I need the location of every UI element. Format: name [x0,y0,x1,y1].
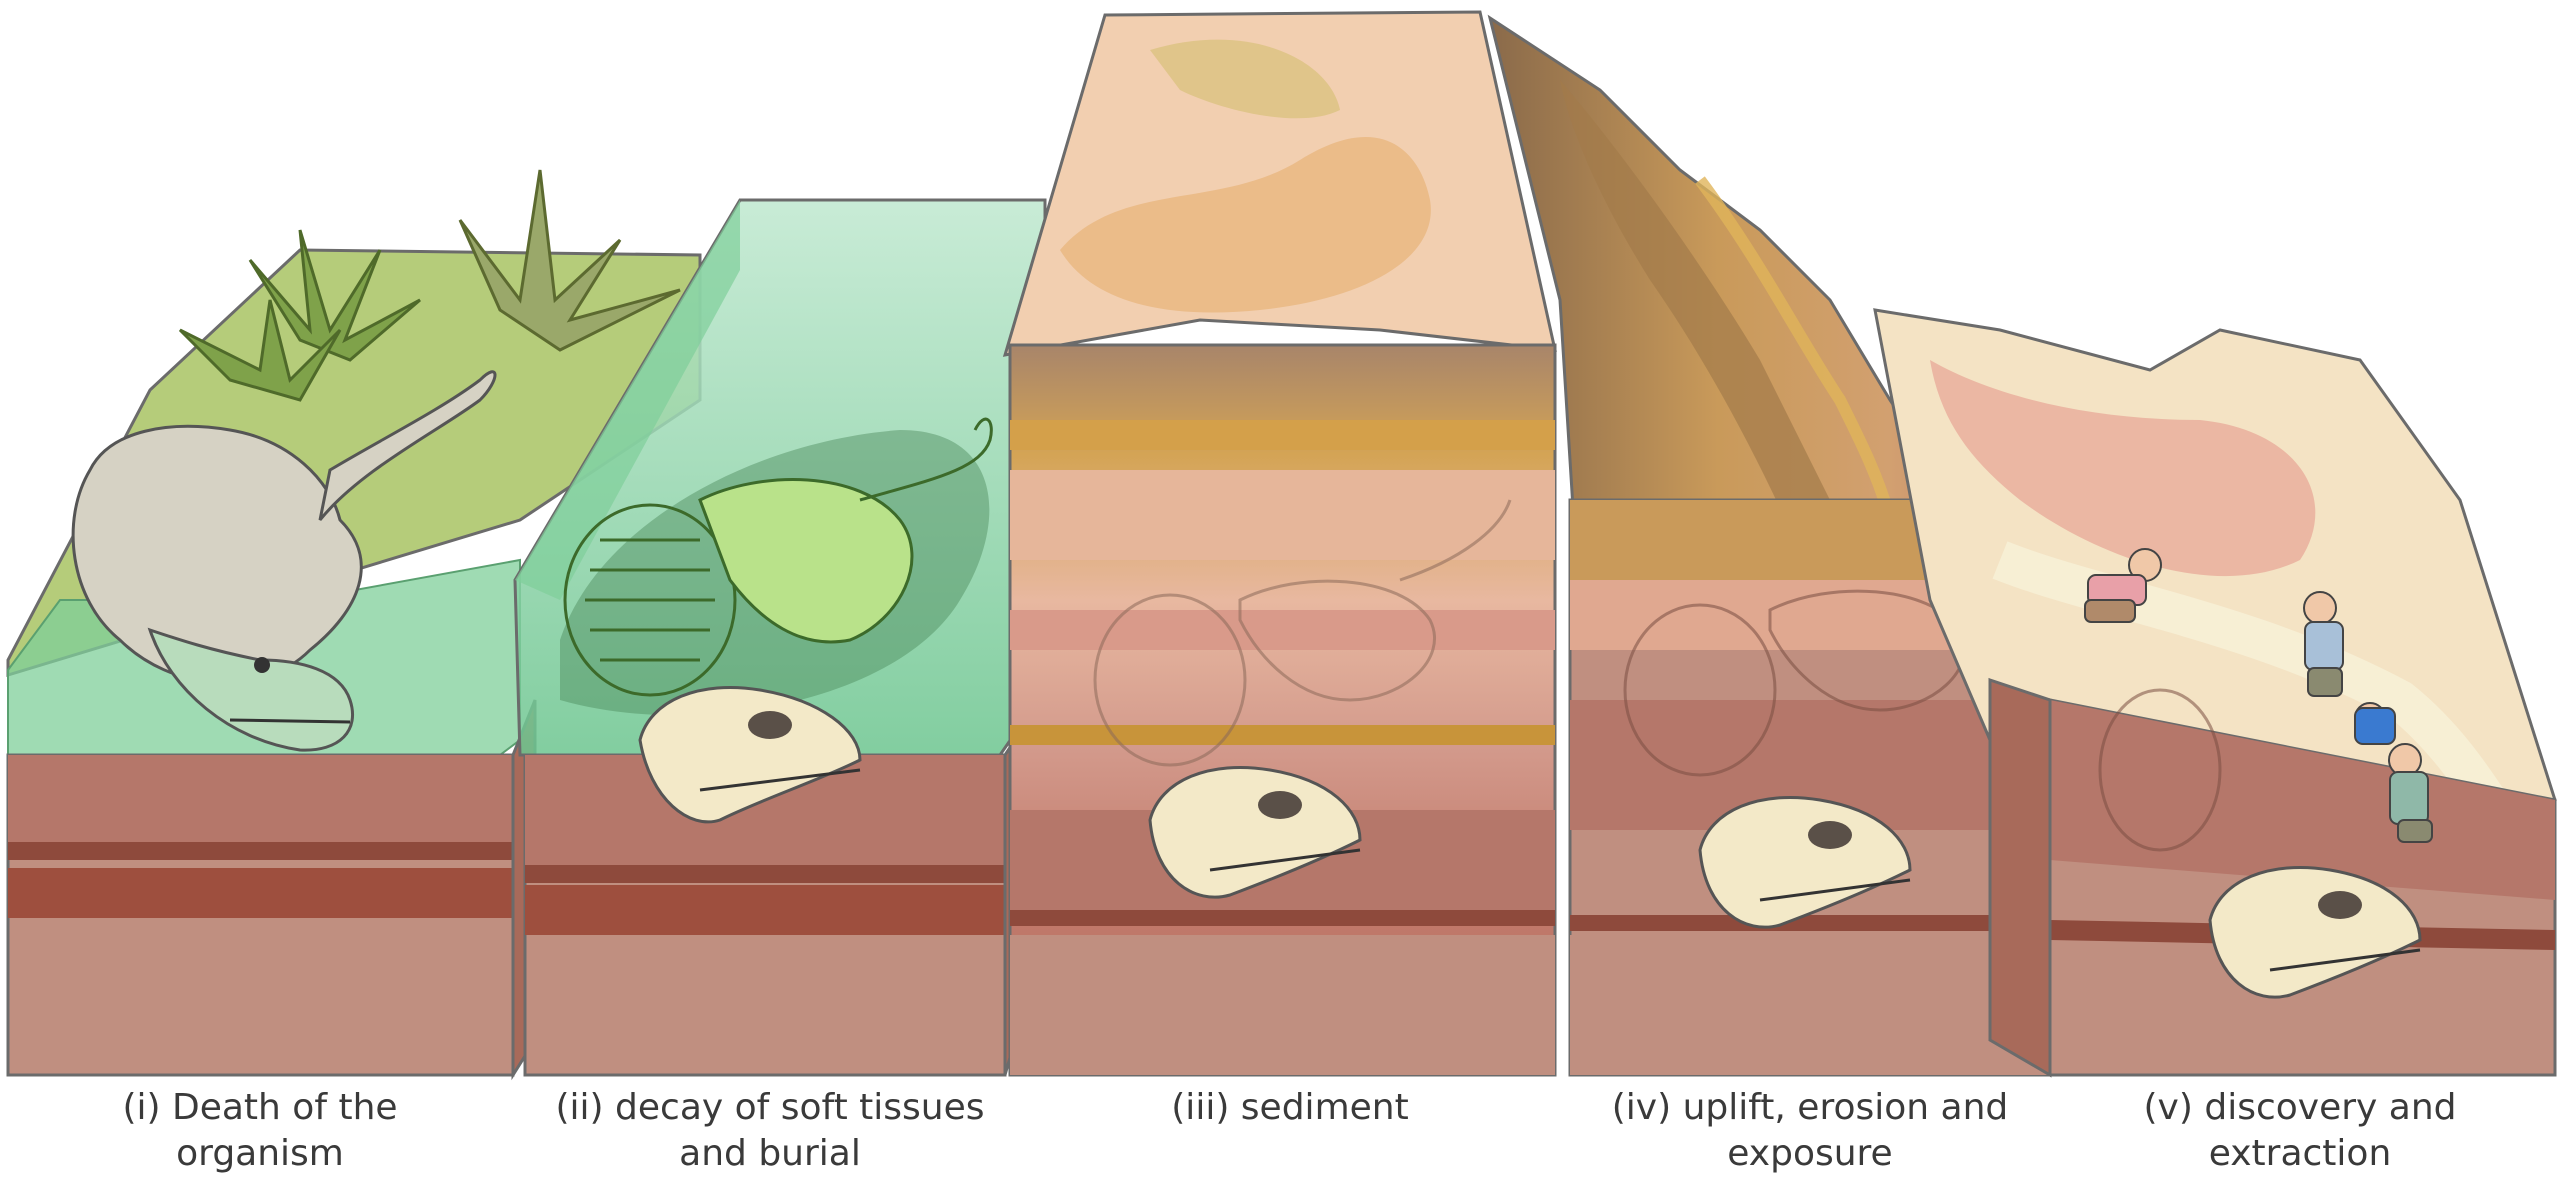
caption-stage-ii-line2: and burial [679,1133,861,1174]
caption-stage-iv-line2: exposure [1727,1133,1893,1174]
block-i-death [6,169,702,1081]
skeleton-faint-iii [1093,499,1512,767]
caption-stage-i-line2: organism [176,1133,344,1174]
caption-stage-i-line1: (i) Death of the [122,1087,398,1128]
skull-ii [638,685,862,824]
dinosaur-carcass [71,370,497,752]
caption-stage-v: (v) discovery and extraction [2120,1085,2480,1177]
paleontologists [2084,548,2433,843]
caption-stage-iv: (iv) uplift, erosion and exposure [1595,1085,2025,1177]
caption-stage-v-line1: (v) discovery and [2143,1087,2457,1128]
block-ii-decay [513,198,1047,1077]
worker-4 [2388,743,2433,843]
caption-stage-iii-line1: (iii) sediment [1171,1087,1409,1128]
worker-1 [2084,548,2162,623]
worker-2 [2303,591,2344,697]
skull-iv [1698,795,1912,929]
caption-stage-v-line2: extraction [2208,1133,2392,1174]
skull-v [2208,865,2422,999]
skeleton-green [563,417,993,697]
caption-stage-ii: (ii) decay of soft tissues and burial [540,1085,1000,1177]
skeleton-faint-v [2098,688,2222,852]
caption-stage-iv-line1: (iv) uplift, erosion and [1611,1087,2009,1128]
worker-3 [2354,702,2396,745]
plants [178,169,681,402]
skull-iii [1148,765,1362,899]
block-iii-sediment [1002,10,1557,1077]
caption-stage-ii-line1: (ii) decay of soft tissues [555,1087,985,1128]
caption-stage-iii: (iii) sediment [1110,1085,1470,1131]
caption-stage-i: (i) Death of the organism [70,1085,450,1177]
block-v-discovery [1873,308,2557,1078]
